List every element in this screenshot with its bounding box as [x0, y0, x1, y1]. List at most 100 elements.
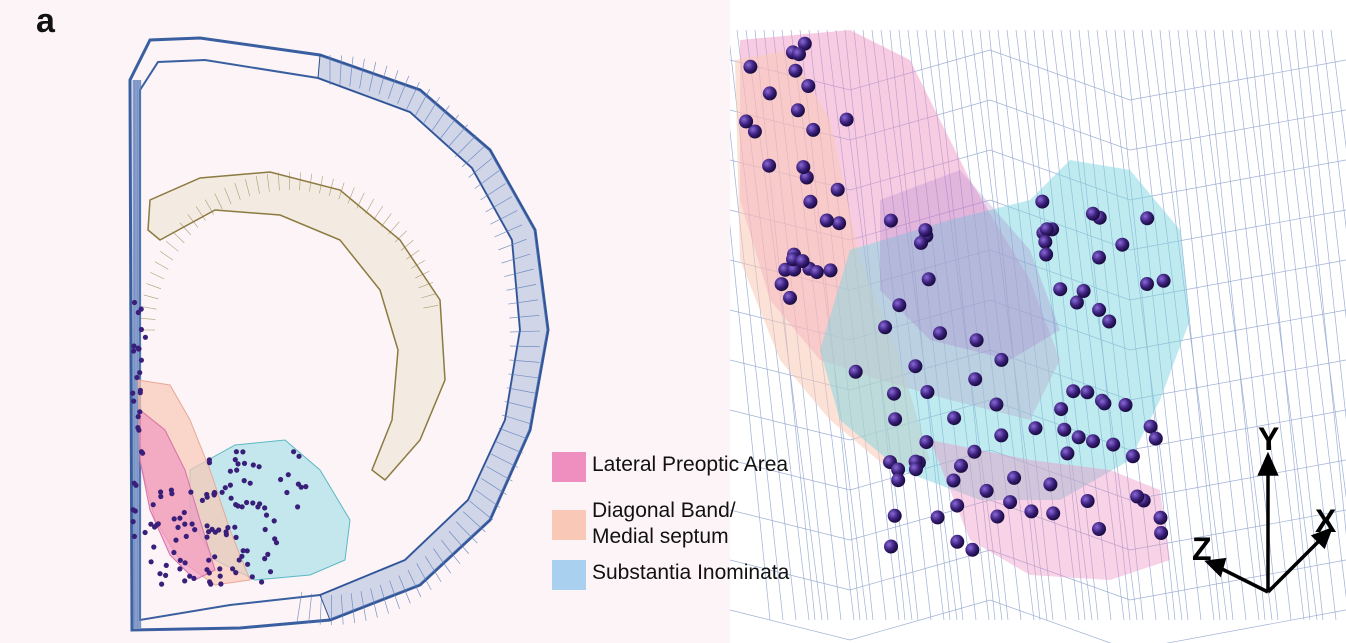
cell-marker [229, 496, 234, 501]
cell-sphere [884, 540, 898, 554]
cell-sphere [989, 398, 1003, 412]
cell-sphere [810, 265, 824, 279]
cell-sphere [1097, 396, 1111, 410]
cell-sphere [947, 411, 961, 425]
cell-sphere [1115, 238, 1129, 252]
cell-marker [233, 457, 238, 462]
cell-marker [178, 558, 183, 563]
cell-marker [239, 554, 244, 559]
cell-sphere [878, 320, 892, 334]
panel-label: a [36, 2, 55, 41]
cell-marker [143, 530, 148, 535]
cell-marker [134, 375, 139, 380]
cell-marker [208, 582, 213, 587]
cell-sphere [762, 159, 776, 173]
cell-sphere [1086, 434, 1100, 448]
cell-marker [268, 569, 273, 574]
cell-marker [204, 535, 209, 540]
cell-marker [272, 536, 277, 541]
cell-sphere [775, 277, 789, 291]
cell-sphere [950, 535, 964, 549]
cell-marker [192, 527, 197, 532]
cell-sphere [980, 484, 994, 498]
cell-marker [131, 343, 136, 348]
cell-marker [132, 534, 137, 539]
cell-sphere [968, 372, 982, 386]
cell-marker [158, 494, 163, 499]
cell-marker [234, 468, 239, 473]
cell-marker [135, 425, 140, 430]
legend-label-diagonal-band: Diagonal Band/ Medial septum [592, 498, 736, 550]
cell-sphere [1119, 398, 1133, 412]
cell-marker [139, 449, 144, 454]
cell-sphere [1024, 504, 1038, 518]
cell-marker [158, 489, 163, 494]
cell-marker [164, 563, 169, 568]
cell-marker [207, 460, 212, 465]
cell-sphere [990, 510, 1004, 524]
cell-marker [223, 485, 228, 490]
cell-marker [182, 578, 187, 583]
y-axis-label: Y [1258, 421, 1279, 457]
cell-sphere [1029, 421, 1043, 435]
cell-sphere [739, 115, 753, 129]
cell-marker [291, 449, 296, 454]
cell-sphere [832, 216, 846, 230]
cell-sphere [796, 254, 810, 268]
cell-sphere [1154, 511, 1168, 525]
cell-sphere [824, 263, 838, 277]
cell-marker [262, 556, 267, 561]
cell-marker [257, 464, 262, 469]
region-legend: Lateral Preoptic Area Diagonal Band/ Med… [552, 450, 852, 600]
cell-sphere [1140, 211, 1154, 225]
cell-marker [240, 504, 245, 509]
cell-marker [265, 552, 270, 557]
cell-marker [143, 335, 148, 340]
cell-sphere [1092, 303, 1106, 317]
cell-sphere [783, 291, 797, 305]
cell-sphere [792, 47, 806, 61]
cell-marker [212, 490, 217, 495]
cell-sphere [1046, 506, 1060, 520]
cell-marker [136, 346, 141, 351]
cell-marker [169, 488, 174, 493]
cell-sphere [1038, 235, 1052, 249]
cell-marker [177, 516, 182, 521]
legend-label-lateral-preoptic: Lateral Preoptic Area [592, 452, 788, 478]
cell-marker [228, 483, 233, 488]
cell-marker [137, 370, 142, 375]
z-axis-label: Z [1192, 531, 1212, 567]
cell-marker [299, 485, 304, 490]
cell-sphere [994, 353, 1008, 367]
cell-sphere [1060, 446, 1074, 460]
cell-sphere [884, 214, 898, 228]
cell-sphere [806, 123, 820, 137]
cell-sphere [803, 195, 817, 209]
cell-marker [131, 519, 136, 524]
cell-marker [242, 461, 247, 466]
cell-sphere [887, 387, 901, 401]
cell-sphere [1157, 274, 1171, 288]
cell-marker [207, 570, 212, 575]
cell-sphere [1086, 207, 1100, 221]
cell-marker [163, 573, 168, 578]
cell-sphere [888, 412, 902, 426]
cell-marker [132, 300, 137, 305]
cell-marker [175, 525, 180, 530]
cell-marker [245, 562, 250, 567]
cell-sphere [922, 272, 936, 286]
cell-sphere [1106, 438, 1120, 452]
cell-sphere [1154, 526, 1168, 540]
cell-sphere [891, 473, 905, 487]
cell-marker [206, 558, 211, 563]
cell-marker [224, 532, 229, 537]
cell-marker [132, 481, 137, 486]
cell-marker [139, 358, 144, 363]
cell-marker [182, 510, 187, 515]
cell-marker [250, 500, 255, 505]
cell-sphere [950, 499, 964, 513]
cell-sphere [954, 459, 968, 473]
legend-swatch-lateral-preoptic [552, 452, 586, 482]
cell-marker [190, 521, 195, 526]
cell-sphere [1102, 315, 1116, 329]
